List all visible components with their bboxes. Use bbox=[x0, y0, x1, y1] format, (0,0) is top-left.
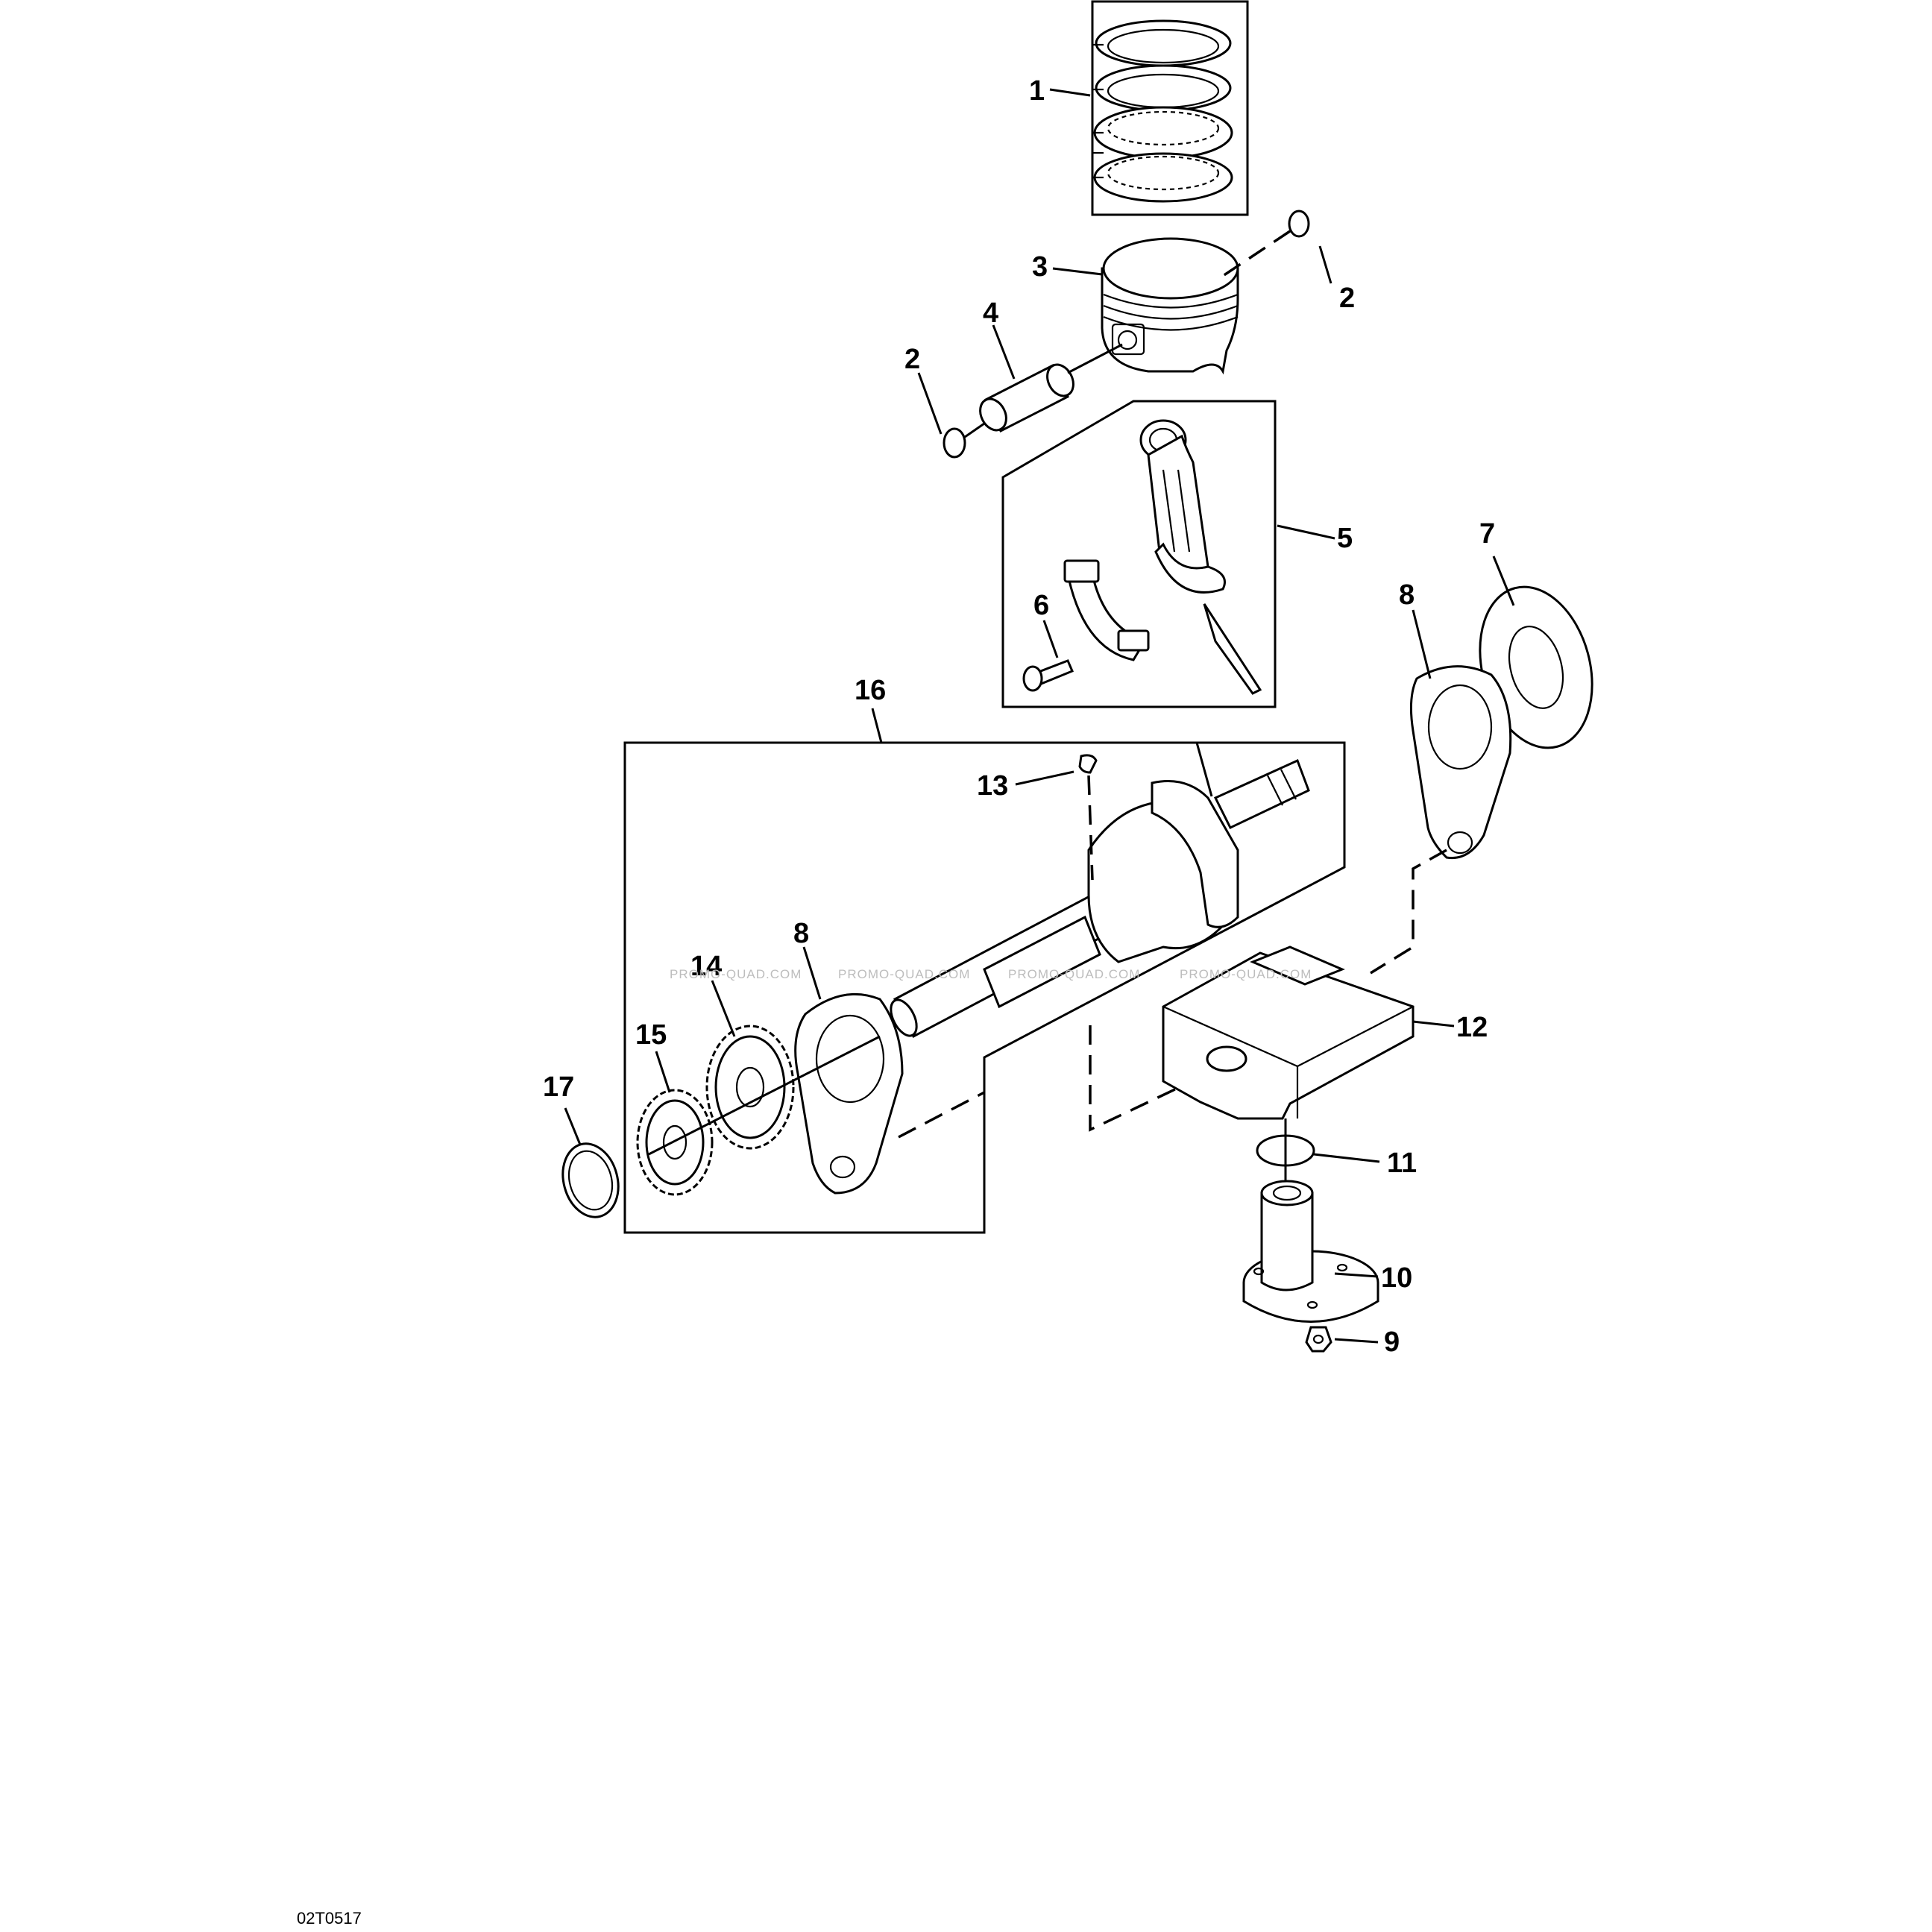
flange-nut bbox=[1305, 1326, 1332, 1353]
rod-bolt bbox=[1022, 659, 1074, 692]
watermark-text: PROMO-QUAD.COM bbox=[838, 967, 970, 981]
callout-4: 4 bbox=[983, 298, 998, 329]
callout-2-left: 2 bbox=[904, 344, 920, 375]
gear-14 bbox=[705, 1025, 795, 1150]
callout-15: 15 bbox=[635, 1019, 667, 1051]
connecting-rod-assembly bbox=[1001, 400, 1277, 708]
callout-11: 11 bbox=[1387, 1148, 1417, 1179]
watermark-text: PROMO-QUAD.COM bbox=[670, 967, 802, 981]
watermark-text: PROMO-QUAD.COM bbox=[1180, 967, 1312, 981]
crankshaft-assembly bbox=[623, 741, 1346, 1234]
callout-8-right: 8 bbox=[1399, 579, 1415, 611]
callout-2-right: 2 bbox=[1339, 283, 1355, 314]
callout-16: 16 bbox=[855, 675, 886, 706]
balancer-weight-left bbox=[794, 992, 904, 1195]
balancer-housing bbox=[1162, 945, 1415, 1120]
thrust-washer bbox=[561, 1142, 620, 1218]
piston-ring-set bbox=[1091, 0, 1249, 216]
callout-9: 9 bbox=[1384, 1327, 1400, 1358]
balancer-weight-right bbox=[1409, 665, 1512, 860]
callout-labels: 1 2 2 3 4 5 6 7 8 8 9 10 11 12 13 14 15 … bbox=[543, 75, 1495, 1358]
callout-17: 17 bbox=[543, 1072, 574, 1103]
callout-10: 10 bbox=[1381, 1262, 1412, 1294]
callout-7: 7 bbox=[1479, 518, 1495, 550]
watermark: PROMO-QUAD.COM PROMO-QUAD.COM PROMO-QUAD… bbox=[670, 967, 1312, 981]
gear-15 bbox=[636, 1089, 714, 1196]
callout-1: 1 bbox=[1029, 75, 1045, 107]
callout-6: 6 bbox=[1033, 590, 1049, 621]
callout-12: 12 bbox=[1456, 1012, 1488, 1043]
callout-3: 3 bbox=[1032, 251, 1048, 283]
watermark-text: PROMO-QUAD.COM bbox=[1008, 967, 1140, 981]
callout-13: 13 bbox=[977, 770, 1008, 802]
shaft-flange bbox=[1242, 1180, 1379, 1323]
circlip-right bbox=[1222, 210, 1310, 277]
drawing-code: 02T0517 bbox=[297, 1909, 362, 1928]
circlip-left bbox=[943, 427, 966, 459]
callout-8-left: 8 bbox=[793, 918, 809, 949]
piston-pin bbox=[964, 343, 1123, 438]
callout-14: 14 bbox=[690, 951, 722, 982]
piston bbox=[1101, 237, 1239, 375]
callout-5: 5 bbox=[1337, 523, 1353, 554]
leader-lines bbox=[564, 88, 1515, 1344]
